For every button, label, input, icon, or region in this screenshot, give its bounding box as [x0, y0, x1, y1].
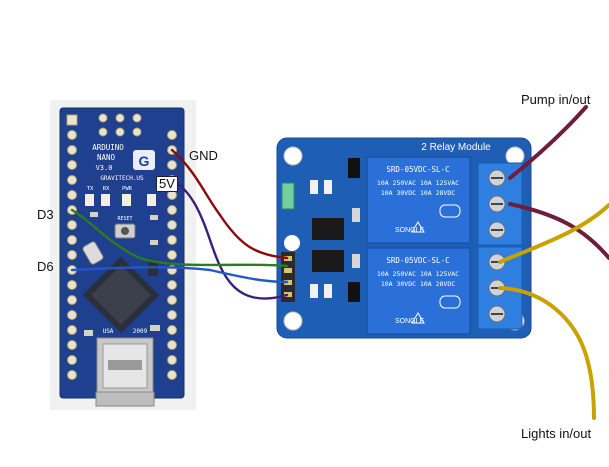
relay-1-rating-1: 10A 250VAC 10A 125VAC — [377, 179, 459, 187]
relay-smd-parts — [310, 180, 360, 298]
relay-2-rating-1: 10A 250VAC 10A 125VAC — [377, 270, 459, 278]
nano-smd-components — [84, 212, 160, 336]
arduino-nano-board: G ARDUINO NANO V3.0 GRAVITECH.US TX RX P… — [50, 100, 196, 410]
nano-silk-nano: NANO — [97, 153, 116, 162]
nano-logo-plate — [133, 150, 155, 170]
relay-logo — [284, 235, 300, 251]
nano-usb-connector — [95, 337, 155, 407]
led-label-rx: RX — [103, 186, 110, 192]
wire-pump-2 — [508, 202, 609, 260]
wire-pump-1 — [508, 105, 588, 180]
nano-silk-version: V3.0 — [96, 164, 113, 172]
label-pump: Pump in/out — [521, 92, 591, 107]
nano-status-leds: TX RX PWR — [85, 186, 156, 206]
label-d3: D3 — [37, 207, 54, 222]
label-gnd: GND — [189, 148, 218, 163]
led-label-tx: TX — [87, 186, 94, 192]
jumper — [281, 182, 295, 210]
led-pwr — [122, 194, 131, 206]
led-label-pwr: PWR — [122, 186, 133, 192]
nano-mcu-chip — [82, 256, 160, 334]
relay-input-header — [281, 252, 295, 302]
mount-hole — [283, 311, 303, 331]
wire-d6 — [70, 266, 289, 284]
relay-1: SRD-05VDC-SL-C 10A 250VAC 10A 125VAC 10A… — [366, 156, 471, 244]
led-l — [147, 194, 156, 206]
relay-1-model: SRD-05VDC-SL-C — [386, 165, 449, 174]
relay-module-board: 2 Relay Module SRD-05VDC-SL-C 10A 25 — [276, 137, 532, 339]
relay-2: SRD-05VDC-SL-C 10A 250VAC 10A 125VAC 10A… — [366, 247, 471, 335]
nano-silk-year: 2009 — [133, 328, 148, 335]
svg-text:G: G — [139, 153, 150, 169]
mount-hole — [505, 146, 525, 166]
nano-right-header — [167, 130, 177, 380]
nano-silk-usa: USA — [103, 328, 114, 335]
relay-1-brand: SONGLE — [395, 227, 425, 234]
signal-wires — [70, 148, 289, 300]
nano-silk-arduino: ARDUINO — [92, 143, 124, 152]
nano-crystal — [82, 241, 104, 265]
relay-optocouplers — [312, 158, 360, 302]
nano-silk-maker: GRAVITECH.US — [100, 175, 144, 182]
wire-lights-1 — [498, 203, 609, 264]
wire-d3 — [70, 208, 289, 268]
relay-1-rating-2: 10A 30VDC 10A 28VDC — [381, 189, 455, 197]
wire-5v — [170, 178, 289, 300]
nano-silk-reset: RESET — [117, 216, 132, 222]
label-lights: Lights in/out — [521, 426, 592, 441]
nano-icsp-header — [98, 113, 142, 137]
wire-gnd — [170, 148, 289, 260]
relay-2-brand: SONGLE — [395, 318, 425, 325]
label-d6: D6 — [37, 259, 54, 274]
relay-module-title: 2 Relay Module — [421, 142, 491, 153]
led-rx — [101, 194, 110, 206]
relay-2-model: SRD-05VDC-SL-C — [386, 256, 449, 265]
led-tx — [85, 194, 94, 206]
label-5v: 5V — [156, 176, 178, 192]
load-wires — [498, 105, 609, 420]
relay-2-rating-2: 10A 30VDC 10A 28VDC — [381, 280, 455, 288]
mount-hole — [283, 146, 303, 166]
wire-lights-2 — [498, 286, 596, 420]
